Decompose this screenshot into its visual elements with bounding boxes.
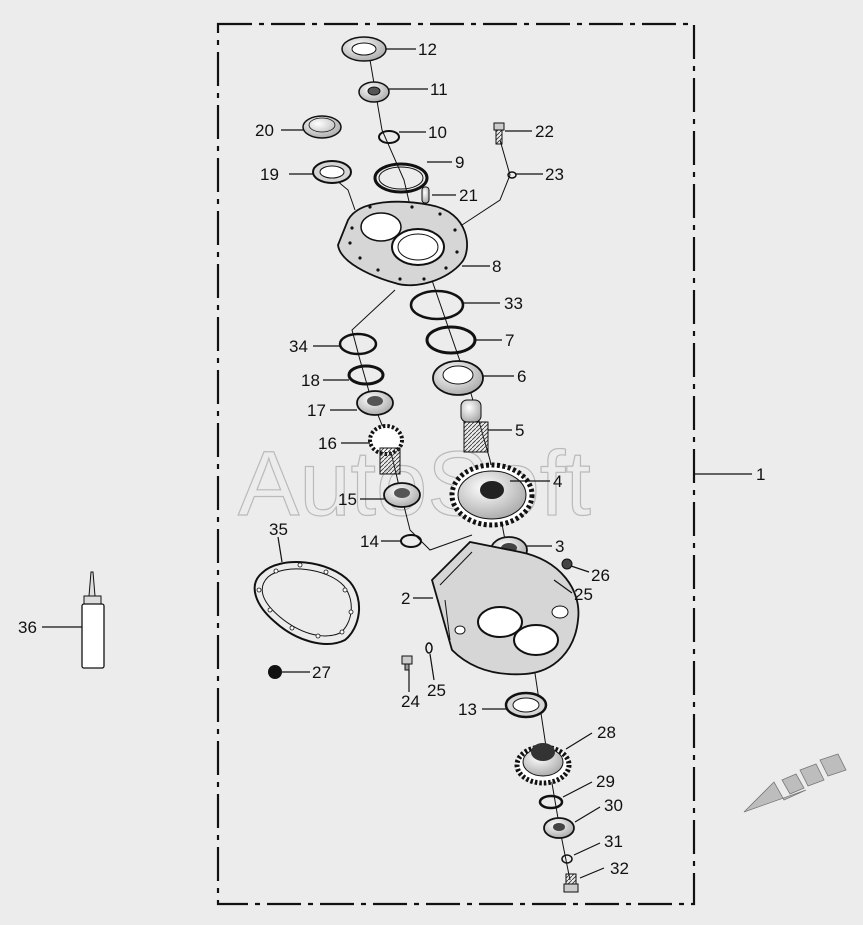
callout-1: 1: [756, 465, 765, 484]
part-14-o-ring: [400, 534, 422, 548]
callout-24: 24: [401, 692, 420, 711]
callout-28: 28: [597, 723, 616, 742]
callout-leaders: [42, 48, 605, 879]
part-15-bearing: [383, 482, 421, 508]
callout-8: 8: [492, 257, 501, 276]
part-24-bolt: [401, 655, 413, 671]
callout-32: 32: [610, 859, 629, 878]
callout-10: 10: [428, 123, 447, 142]
part-8-cover-plate: [337, 200, 468, 287]
part-29-o-ring: [538, 794, 564, 810]
callout-3: 3: [555, 537, 564, 556]
part-22-bolt: [493, 122, 505, 145]
callout-9: 9: [455, 153, 464, 172]
callout-22: 22: [535, 122, 554, 141]
callout-31: 31: [604, 832, 623, 851]
callout-labels: 2 3 4 5 6 7 8 9 10 11 12 13 14 15 16 17 …: [18, 40, 629, 878]
next-page-arrow-icon[interactable]: [743, 753, 847, 813]
callout-6: 6: [517, 367, 526, 386]
part-32-bolt: [563, 873, 579, 893]
callout-26: 26: [591, 566, 610, 585]
callout-36: 36: [18, 618, 37, 637]
part-13-seal: [504, 691, 548, 719]
callout-15: 15: [338, 490, 357, 509]
part-12-seal: [341, 36, 387, 62]
callout-17: 17: [307, 401, 326, 420]
part-11-bearing: [358, 81, 390, 103]
part-33-o-ring: [409, 289, 465, 321]
part-23-washer: [507, 171, 517, 179]
part-7-o-ring: [425, 325, 477, 355]
callout-16: 16: [318, 434, 337, 453]
callout-12: 12: [418, 40, 437, 59]
callout-25-lower: 25: [427, 681, 446, 700]
part-20-cap: [302, 115, 342, 139]
part-36-sealant-tube: [81, 571, 105, 669]
part-35-gasket: [253, 561, 361, 645]
callout-27: 27: [312, 663, 331, 682]
part-34-o-ring: [338, 332, 378, 356]
callout-5: 5: [515, 421, 524, 440]
callout-13: 13: [458, 700, 477, 719]
callout-7: 7: [505, 331, 514, 350]
part-17-bearing: [356, 390, 394, 416]
part-5-shaft: [460, 399, 489, 453]
callout-23: 23: [545, 165, 564, 184]
part-25-washer-lower: [425, 642, 433, 654]
part-19-seal: [312, 160, 352, 184]
part-4-gear: [449, 462, 535, 528]
callout-2: 2: [401, 589, 410, 608]
callout-11: 11: [430, 80, 448, 99]
part-18-o-ring: [347, 364, 385, 386]
callout-4: 4: [553, 472, 562, 491]
callout-29: 29: [596, 772, 615, 791]
assembly-boundary: [216, 22, 696, 906]
watermark-text: AutoSoft: [238, 433, 591, 535]
callout-21: 21: [459, 186, 478, 205]
callout-25-upper: 25: [574, 585, 593, 604]
part-2-housing: [430, 541, 580, 676]
callout-34: 34: [289, 337, 308, 356]
part-28-bevel-gear: [514, 743, 572, 786]
callout-14: 14: [360, 532, 379, 551]
callout-18: 18: [301, 371, 320, 390]
callout-33: 33: [504, 294, 523, 313]
callout-20: 20: [255, 121, 274, 140]
part-6-bearing: [432, 360, 484, 396]
part-26-plug: [561, 558, 573, 570]
part-27-sealant: [268, 665, 282, 679]
callout-35: 35: [269, 520, 288, 539]
part-16-pinion: [368, 424, 404, 475]
callout-30: 30: [604, 796, 623, 815]
part-31-ring: [561, 854, 573, 864]
part-9-snap-ring: [373, 162, 429, 194]
part-10-o-ring: [378, 130, 400, 144]
callout-19: 19: [260, 165, 279, 184]
part-21-pin: [421, 186, 430, 204]
part-30-washer: [543, 817, 575, 839]
